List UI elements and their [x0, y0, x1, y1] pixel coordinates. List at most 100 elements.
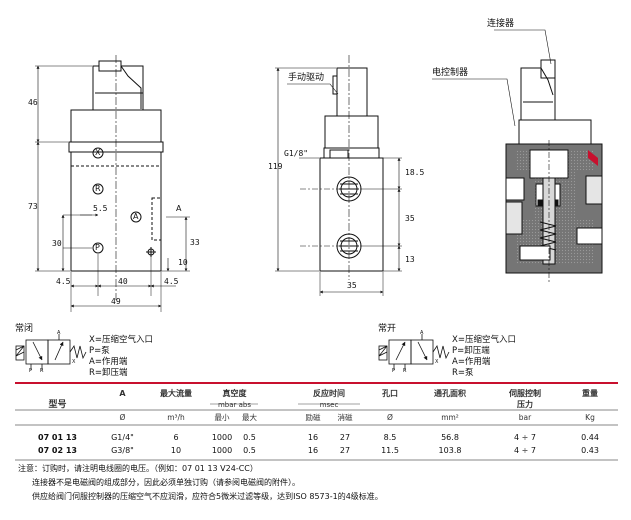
side-dimensions	[276, 67, 401, 294]
port-x-circle	[92, 147, 104, 159]
dim-10: 10	[178, 258, 188, 267]
legend-line: A=作用端	[452, 357, 491, 367]
symbol-nc-port-r: R	[40, 368, 44, 374]
dim-35-horizontal: 35	[347, 281, 357, 290]
cell-vac-max: 0.5	[243, 446, 256, 455]
ts-hole: Ø	[387, 413, 393, 422]
cell-resp-off: 27	[339, 446, 351, 455]
dim-49: 49	[111, 297, 121, 306]
dim-73: 73	[28, 202, 38, 211]
symbol-no-port-a: A	[420, 330, 424, 336]
cell-servo: 4 ÷ 7	[514, 433, 536, 442]
dim-119: 119	[268, 162, 283, 171]
dim-5-5: 5.5	[93, 204, 108, 213]
port-x-label: X	[95, 148, 101, 157]
ts-vacuum-max: 最大	[242, 413, 257, 422]
port-p-label: P	[95, 243, 100, 252]
legend-line: R=泵	[452, 368, 474, 378]
cell-resp-off: 27	[339, 433, 351, 442]
note-air-quality: 供应给阀门伺服控制器的压缩空气不应润滑，应符合5微米过滤等级，达到ISO 857…	[32, 492, 383, 501]
symbol-no-legend: X=压缩空气入口 P=卸压端 A=作用端 R=泵	[452, 335, 516, 379]
port-a-label: A	[133, 212, 139, 221]
side-view	[275, 55, 402, 296]
cell-model: 07 01 13	[38, 433, 77, 442]
port-r-label: R	[95, 184, 101, 193]
dim-30: 30	[52, 239, 62, 248]
th-hole: 孔口	[382, 389, 398, 398]
dim-33: 33	[190, 238, 200, 247]
table-rules	[15, 382, 618, 461]
side-manual-actuator	[336, 67, 368, 117]
callout-manual-drive: 手动驱动	[288, 73, 325, 83]
symbol-nc-title: 常闭	[15, 324, 34, 334]
callout-controller: 电控制器	[432, 68, 469, 78]
legend-line: A=作用端	[89, 357, 128, 367]
ts-area: mm²	[441, 413, 459, 422]
cell-flow: 6	[173, 433, 179, 442]
callout-connector: 连接器	[487, 19, 515, 29]
port-a-circle	[130, 211, 142, 223]
cell-hole: 8.5	[383, 433, 397, 442]
th-servo: 伺服控制	[509, 389, 541, 398]
symbol-nc-port-p: P	[29, 368, 33, 374]
symbol-no-port-x: X	[435, 359, 439, 365]
port-a-side-label: A	[176, 204, 182, 213]
symbol-no-title: 常开	[378, 324, 397, 334]
dim-40: 40	[118, 277, 128, 286]
side-coil	[324, 115, 379, 149]
cell-area: 103.8	[438, 446, 462, 455]
cell-vac-min: 1000	[211, 433, 233, 442]
legend-line: X=压缩空气入口	[452, 335, 516, 345]
front-dimensions	[36, 65, 188, 308]
symbol-no	[378, 334, 450, 370]
th-a: A	[119, 389, 126, 398]
cell-weight: 0.44	[581, 433, 599, 442]
dim-13: 13	[405, 255, 415, 264]
ts-vacuum-min: 最小	[214, 413, 230, 422]
symbol-nc-port-x: X	[72, 359, 76, 365]
front-view	[35, 55, 190, 312]
dim-4-5-left: 4.5	[56, 277, 71, 286]
cell-area: 56.8	[441, 433, 459, 442]
cell-weight: 0.43	[581, 446, 599, 455]
ts-response-on: 励磁	[305, 413, 321, 422]
dim-4-5-right: 4.5	[164, 277, 179, 286]
cell-servo: 4 ÷ 7	[514, 446, 536, 455]
cell-vac-max: 0.5	[243, 433, 256, 442]
th-flow: 最大流量	[160, 389, 192, 398]
cell-vac-min: 1000	[211, 446, 233, 455]
note-order-voltage: 注意：订购时，请注明电线圈的电压。（例如：07 01 13 V24-CC）	[18, 464, 258, 473]
dim-18-5: 18.5	[405, 168, 425, 177]
ts-flow: m³/h	[167, 413, 185, 422]
cell-flow: 10	[170, 446, 182, 455]
ts-response-off: 消磁	[337, 413, 353, 422]
cell-a: G3/8"	[111, 446, 134, 455]
cell-resp-on: 16	[307, 433, 319, 442]
legend-line: P=卸压端	[452, 346, 490, 356]
section-coil	[518, 119, 592, 145]
ts-vacuum-unit: mbar abs	[217, 401, 252, 409]
ts-a: Ø	[119, 413, 126, 422]
cell-a: G1/4"	[111, 433, 134, 442]
port-r-circle	[92, 183, 104, 195]
th-model: 型号	[48, 400, 67, 410]
port-p-circle	[92, 242, 104, 254]
th-area: 通孔面积	[434, 389, 466, 398]
legend-line: R=卸压端	[89, 368, 128, 378]
symbol-nc-legend: X=压缩空气入口 P=泵 A=作用端 R=卸压端	[89, 335, 153, 379]
symbol-no-port-p: P	[392, 368, 396, 374]
cell-resp-on: 16	[307, 446, 319, 455]
symbol-nc	[15, 334, 87, 370]
thread-label: G1/8"	[284, 149, 309, 158]
ts-weight: Kg	[585, 413, 595, 422]
ts-servo: bar	[518, 413, 532, 422]
th-response: 反应时间	[313, 389, 345, 398]
ts-response-unit: msec	[319, 401, 339, 409]
legend-line: X=压缩空气入口	[89, 335, 153, 345]
th-vacuum: 真空度	[222, 389, 247, 398]
cell-model: 07 02 13	[38, 446, 77, 455]
symbol-nc-port-a: A	[57, 330, 61, 336]
dim-46: 46	[28, 98, 38, 107]
